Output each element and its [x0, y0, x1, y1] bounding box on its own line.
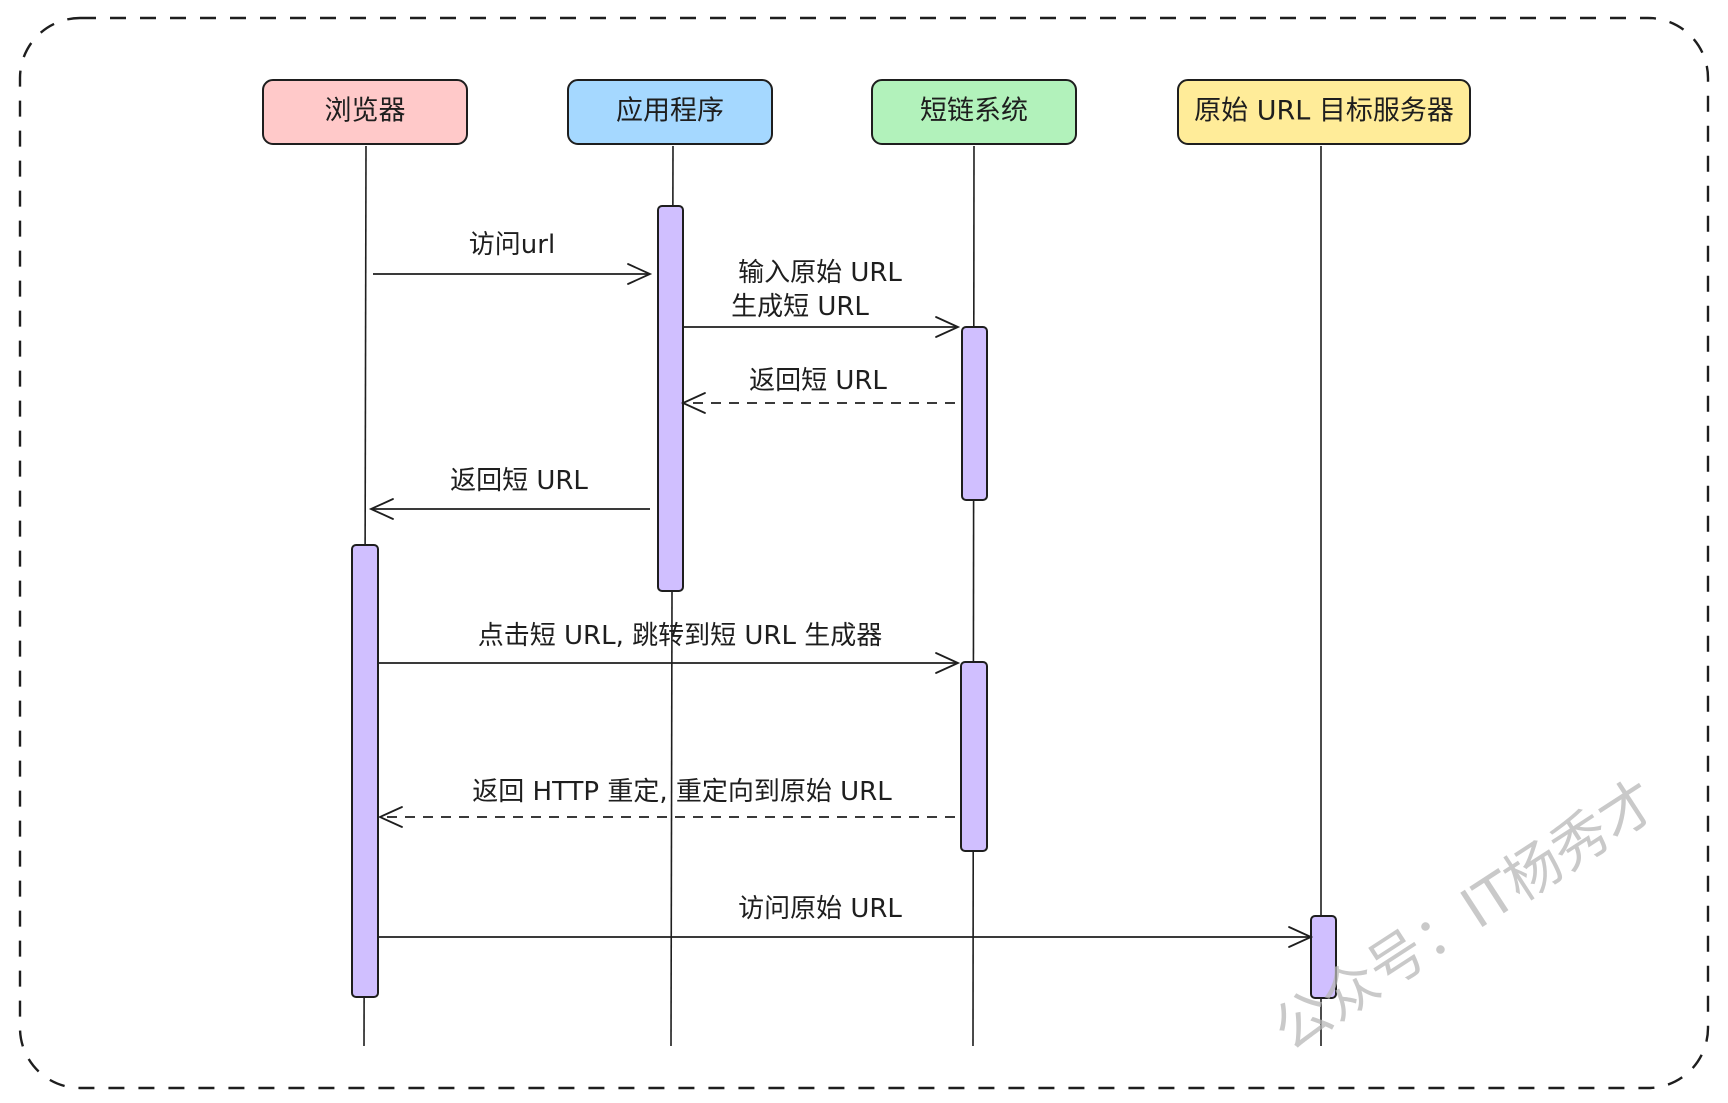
browser-activation [351, 544, 379, 998]
actor-box [262, 79, 468, 145]
origin-activation [1310, 915, 1337, 999]
actor-box [871, 79, 1077, 145]
shortlink-lifeline [972, 145, 975, 1047]
actor-browser: 浏览器 [262, 79, 468, 145]
arrowhead [627, 263, 653, 285]
actor-label: 原始 URL 目标服务器 [1194, 96, 1454, 127]
actor-app: 应用程序 [567, 79, 773, 145]
message-visit-original-url: 访问原始 URL [379, 894, 1314, 948]
actor-box [1177, 79, 1471, 145]
message-label: 输入原始 URL [738, 258, 902, 288]
message-return-short-url-2: 返回短 URL [368, 466, 650, 520]
shortlink-activation-1 [961, 326, 988, 501]
message-return-short-url-1: 返回短 URL [680, 366, 955, 414]
message-generate-short-url: 输入原始 URL 生成短 URL [684, 258, 961, 338]
shortlink-activation-2 [960, 661, 988, 852]
arrowhead [368, 498, 394, 520]
actor-box [567, 79, 773, 145]
message-label: 生成短 URL [731, 292, 869, 322]
message-label: 返回短 URL [450, 466, 588, 496]
app-activation [657, 205, 684, 592]
arrowhead [935, 652, 961, 674]
diagram-frame [18, 16, 1710, 1090]
message-label: 点击短 URL, 跳转到短 URL 生成器 [478, 621, 883, 651]
message-click-short-url: 点击短 URL, 跳转到短 URL 生成器 [379, 621, 961, 674]
arrowhead [680, 392, 706, 414]
actor-shortlink: 短链系统 [871, 79, 1077, 145]
message-visit-url: 访问url [373, 230, 653, 285]
arrowhead [377, 806, 403, 828]
message-label: 返回短 URL [749, 366, 887, 396]
actor-label: 应用程序 [616, 96, 724, 127]
actor-label: 短链系统 [920, 96, 1028, 127]
message-http-redirect: 返回 HTTP 重定, 重定向到原始 URL [377, 777, 955, 828]
arrowhead [935, 316, 961, 338]
actor-origin: 原始 URL 目标服务器 [1177, 79, 1471, 145]
message-label: 访问url [469, 230, 555, 260]
message-label: 返回 HTTP 重定, 重定向到原始 URL [472, 777, 892, 807]
arrowhead [1288, 926, 1314, 948]
actor-label: 浏览器 [325, 96, 406, 127]
message-label: 访问原始 URL [738, 894, 902, 924]
